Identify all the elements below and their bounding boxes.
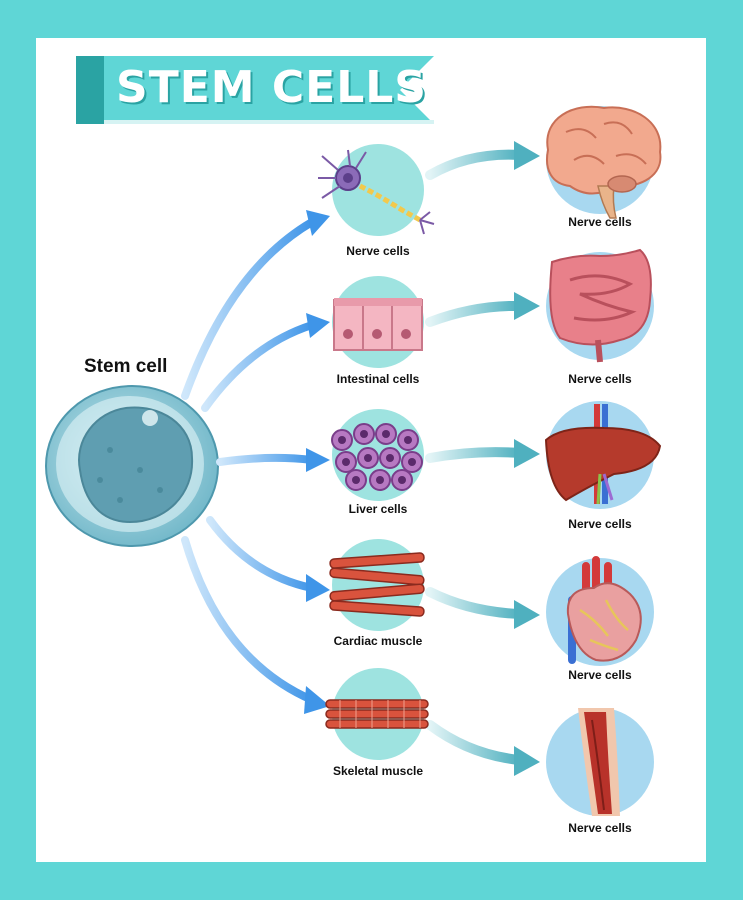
cell-label-liver: Liver cells — [348, 502, 408, 516]
organ-label-intestine: Nerve cells — [568, 372, 632, 386]
heart-icon — [566, 556, 642, 664]
title-banner — [76, 56, 434, 124]
cardiac-muscle-icon — [329, 552, 425, 617]
organ-label-leg: Nerve cells — [568, 821, 632, 835]
cell-label-cardiac: Cardiac muscle — [333, 634, 423, 648]
brain-icon — [546, 105, 662, 219]
page-title: STEM CELLS — [116, 62, 427, 113]
cell-label-intestinal: Intestinal cells — [336, 372, 420, 386]
stem-cell-label: Stem cell — [84, 356, 168, 377]
cell-label-skeletal: Skeletal muscle — [332, 764, 424, 778]
cell-label-nerve: Nerve cells — [346, 244, 410, 258]
leg-muscle-icon — [578, 708, 620, 816]
stem-arrows — [181, 210, 330, 714]
stem-cell-icon — [45, 385, 219, 547]
liver-icon — [544, 404, 662, 505]
skeletal-muscle-icon — [325, 699, 429, 729]
neuron-icon — [318, 149, 435, 235]
intestinal-cells-icon — [333, 298, 423, 351]
cell-circle-nerve — [332, 144, 424, 236]
intestine-icon — [549, 248, 652, 363]
organ-label-brain: Nerve cells — [568, 215, 632, 229]
liver-cells-icon — [331, 423, 423, 491]
organ-label-heart: Nerve cells — [568, 668, 632, 682]
organ-label-liver: Nerve cells — [568, 517, 632, 531]
organ-arrows — [425, 141, 540, 776]
